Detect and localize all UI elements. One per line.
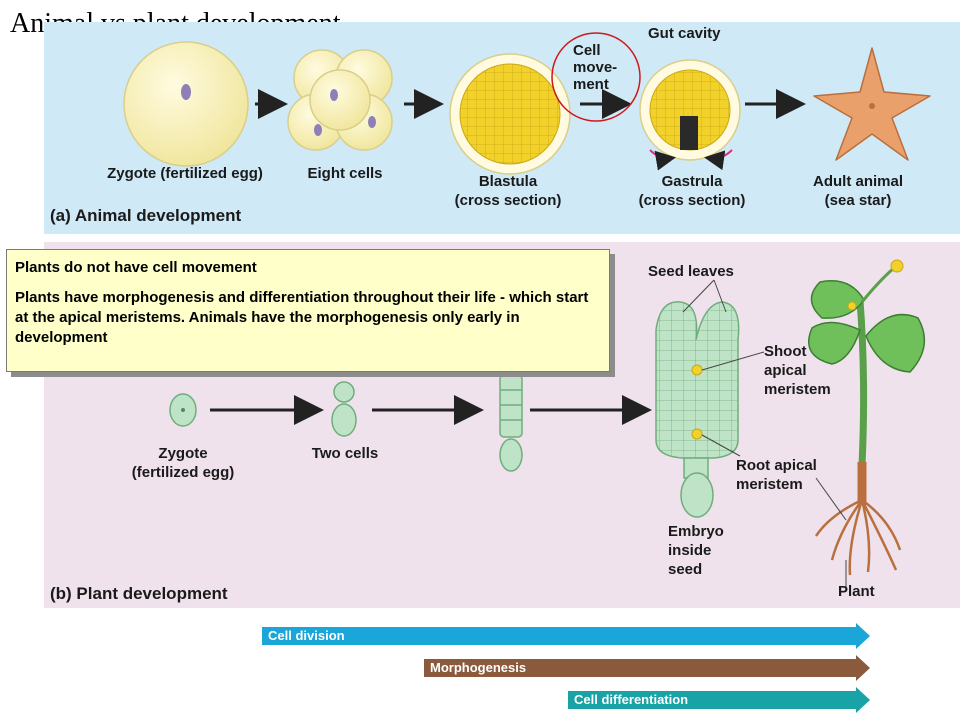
cell-movement-highlight: [551, 32, 641, 122]
stage-label-embryo: Embryo inside seed: [668, 523, 724, 578]
eight-cells-icon: [287, 49, 393, 151]
cell-movement-label: Cell move- ment: [573, 42, 618, 93]
bar-label-cell-division: Cell division: [268, 628, 345, 643]
blastula-icon: [449, 53, 571, 175]
shoot-apical-meristem-label: Shoot apical meristem: [764, 343, 831, 398]
bar-label-cell-differentiation: Cell differentiation: [574, 692, 689, 707]
adult-plant-icon: [808, 259, 926, 592]
seed-embryo-icon: [655, 279, 765, 518]
process-timeline: [262, 623, 870, 713]
gut-cavity-label: Gut cavity: [648, 25, 721, 42]
plant-development-heading: (b) Plant development: [50, 584, 228, 603]
sea-star-icon: [813, 47, 931, 161]
two-cells-icon: [331, 381, 357, 437]
stage-label-gastrula: Gastrula (cross section): [638, 173, 746, 209]
stage-label-two-cells: Two cells: [311, 445, 379, 462]
stage-label-zygote: Zygote (fertilized egg): [107, 165, 263, 182]
gastrula-icon: [639, 59, 741, 171]
seed-leaves-label: Seed leaves: [648, 263, 734, 280]
stage-label-blastula: Blastula (cross section): [454, 173, 562, 209]
note-callout: Plants do not have cell movement Plants …: [6, 249, 610, 372]
stage-label-adult-animal: Adult animal (sea star): [812, 173, 904, 209]
note-line-2: Plants have morphogenesis and differenti…: [15, 289, 589, 346]
cell-differentiation-bar: [568, 687, 870, 713]
cell-division-bar: [262, 623, 870, 649]
stage-label-plant-zygote: Zygote (fertilized egg): [131, 445, 235, 481]
proembryo-icon: [499, 374, 523, 472]
stage-label-eight-cells: Eight cells: [307, 165, 383, 182]
morphogenesis-bar: [424, 655, 870, 681]
root-apical-meristem-label: Root apical meristem: [736, 457, 817, 493]
stage-label-plant: Plant: [838, 583, 875, 600]
animal-development-heading: (a) Animal development: [50, 206, 242, 225]
bar-label-morphogenesis: Morphogenesis: [430, 660, 527, 675]
note-line-1: Plants do not have cell movement: [15, 259, 257, 276]
plant-zygote-icon: [169, 393, 197, 427]
zygote-egg-icon: [123, 41, 249, 167]
